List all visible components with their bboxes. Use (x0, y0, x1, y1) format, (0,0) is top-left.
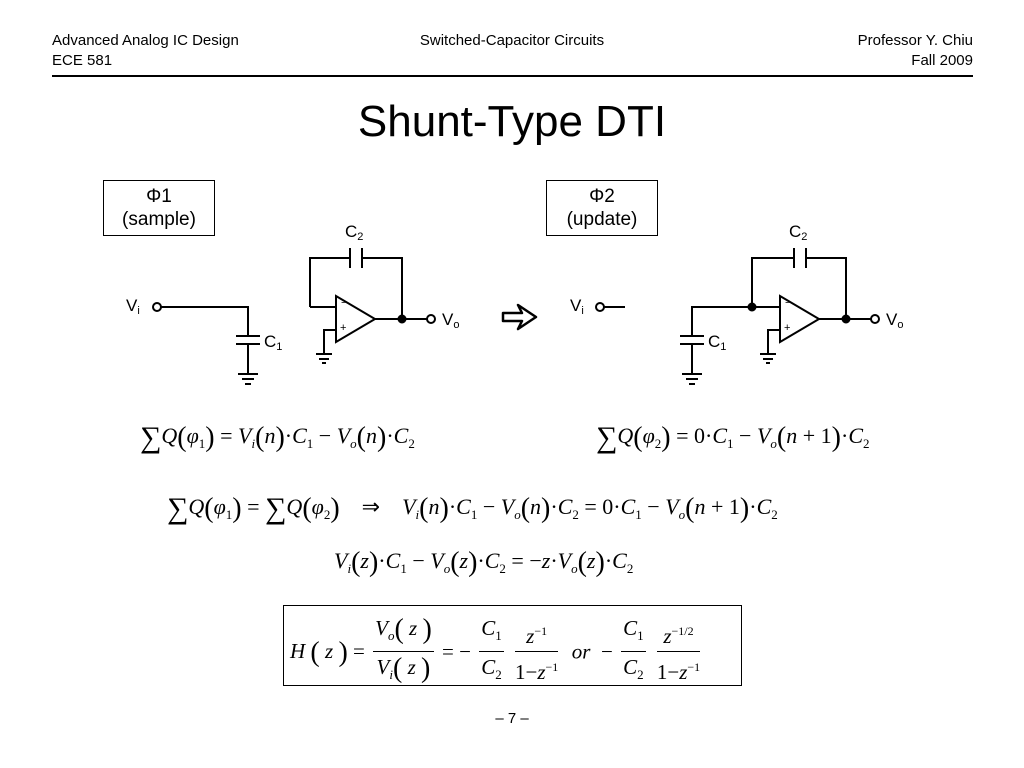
phase1-desc: (sample) (122, 209, 196, 230)
header-divider (52, 75, 973, 77)
transfer-function-box (283, 605, 742, 686)
page-number: – 7 – (495, 710, 529, 727)
opamp2-ground (760, 353, 776, 364)
vo-terminal (426, 314, 436, 324)
c1-plates-2 (680, 335, 704, 345)
opamp2-plus: + (784, 322, 791, 334)
phase2-desc: (update) (566, 209, 638, 230)
output-node-2 (841, 314, 851, 324)
c1-wire-2 (691, 306, 752, 336)
c2-plates (349, 248, 363, 268)
phase1-circuit (152, 248, 436, 385)
equation-phase2-charge: ∑Q(φ2) = 0·C1 − Vo(n + 1)·C2 (596, 421, 870, 454)
phase1-name: Φ1 (146, 186, 172, 207)
page-title: Shunt-Type DTI (357, 97, 667, 146)
opamp2-minus: − (785, 297, 792, 309)
c1-ground-2 (682, 373, 702, 385)
vi-terminal-2 (595, 302, 605, 312)
slide-topic: Switched-Capacitor Circuits (419, 32, 605, 49)
opamp2-noninverting-wire (767, 329, 780, 354)
course-code: ECE 581 (52, 52, 113, 69)
opamp1-minus: − (341, 297, 348, 309)
opamp1-body (335, 294, 377, 344)
input-wire (161, 306, 249, 336)
vo-label: Vo (442, 310, 460, 331)
c1-ground (238, 373, 258, 385)
output-node (397, 314, 407, 324)
c2-feedback-wire-2 (751, 257, 847, 319)
equation-phase1-charge: ∑Q(φ1) = Vi(n)·C1 − Vo(n)·C2 (140, 421, 415, 454)
opamp1-ground (316, 353, 332, 364)
vo-label-2: Vo (886, 310, 904, 331)
c1-plates (236, 335, 260, 345)
vo-terminal-2 (870, 314, 880, 324)
equation-z-domain: Vi(z)·C1 − Vo(z)·C2 = −z·Vo(z)·C2 (334, 547, 634, 578)
c1-label-2: C1 (708, 332, 727, 353)
circuit-schematics (152, 248, 880, 385)
c2-label: C2 (345, 222, 364, 243)
opamp2-body (779, 294, 821, 344)
vi-terminal (152, 302, 162, 312)
phase2-name: Φ2 (589, 186, 615, 207)
course-title: Advanced Analog IC Design (52, 32, 239, 49)
term: Fall 2009 (911, 52, 973, 69)
c1-label: C1 (264, 332, 283, 353)
vi-label: Vi (126, 296, 140, 317)
c2-label-2: C2 (789, 222, 808, 243)
phase2-box: Φ2 (update) (546, 180, 658, 236)
vi-label-2: Vi (570, 296, 584, 317)
phase2-circuit (595, 248, 880, 385)
opamp1-noninverting-wire (323, 329, 336, 354)
equation-charge-conservation: ∑Q(φ1) = ∑Q(φ2) ⇒ Vi(n)·C1 − Vo(n)·C2 = … (167, 492, 778, 525)
opamp1-plus: + (340, 322, 347, 334)
professor-name: Professor Y. Chiu (857, 32, 973, 49)
c2-feedback-wire (309, 257, 403, 319)
phase-transition-arrow-icon (501, 303, 538, 331)
phase1-box: Φ1 (sample) (103, 180, 215, 236)
c2-plates-2 (793, 248, 807, 268)
